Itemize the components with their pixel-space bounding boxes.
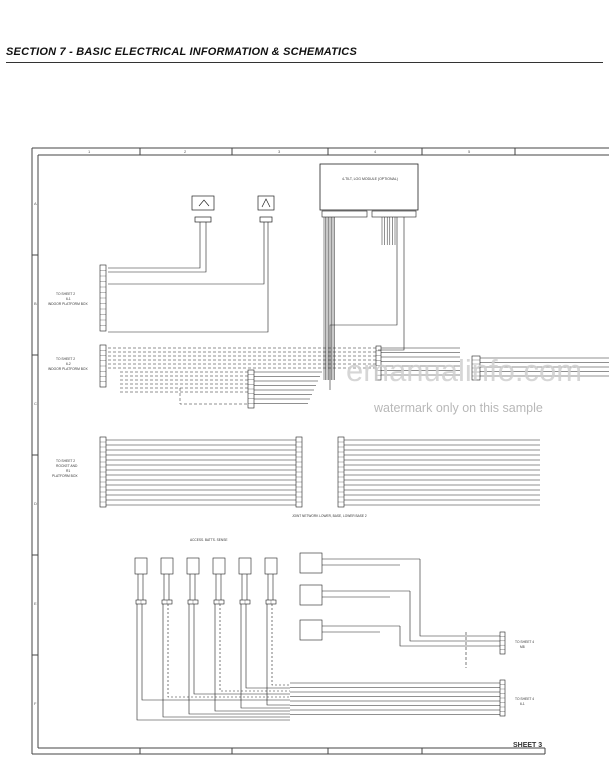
ref-right-2-line1: TO SHEET 4 xyxy=(515,697,534,701)
tilt-log-module-label: 4-TILT, LOG MODULE (OPTIONAL) xyxy=(342,177,398,181)
column-marker: 5 xyxy=(468,149,471,154)
ref-left-2-line1: TO SHEET 2 xyxy=(56,357,75,361)
wires xyxy=(106,217,609,721)
wire-path xyxy=(193,604,290,695)
row-marker: A xyxy=(34,201,37,206)
wire-path xyxy=(108,222,201,269)
lower-group-label: JOINT NETWORK LOWER, BASE, LOWER BASE 2 xyxy=(292,514,367,518)
wire-path xyxy=(271,604,290,686)
wire-path xyxy=(329,217,398,390)
wire-path xyxy=(419,559,500,637)
row-marker: C xyxy=(34,401,37,406)
wire-path xyxy=(245,604,290,689)
row-marker: D xyxy=(34,501,37,506)
watermark-site: emanualinfo.com xyxy=(346,353,582,388)
column-marker: 3 xyxy=(278,149,281,154)
tilt-log-module: 4-TILT, LOG MODULE (OPTIONAL) xyxy=(319,163,419,218)
sensor xyxy=(238,557,252,575)
ref-right-1-line2: M8 xyxy=(520,645,525,649)
sensor xyxy=(134,557,148,575)
wire-path xyxy=(108,222,269,333)
sensor xyxy=(212,557,226,575)
column-marker: 1 xyxy=(88,149,91,154)
connector-blocks xyxy=(99,264,506,717)
column-marker: 4 xyxy=(374,149,377,154)
watermark-note: watermark only on this sample xyxy=(373,401,543,415)
wire-path xyxy=(179,388,248,405)
wire-path xyxy=(240,604,290,709)
watermark: emanualinfo.com watermark only on this s… xyxy=(346,353,582,415)
drawing-frame xyxy=(31,147,609,755)
ref-left-1-line3: INDOOR PLATFORM BOX xyxy=(48,302,88,306)
ref-right-1-line1: TO SHEET 4 xyxy=(515,640,534,644)
wire-path xyxy=(409,591,500,642)
ref-left-1-line2: 6-1 xyxy=(66,297,71,301)
top-switches xyxy=(191,195,275,223)
wire-path xyxy=(136,604,290,721)
row-marker: F xyxy=(34,701,37,706)
column-marker: 2 xyxy=(184,149,187,154)
ref-left-2-line3: INDOOR PLATFORM BOX xyxy=(48,367,88,371)
wire-path xyxy=(141,604,290,701)
wire-path xyxy=(162,604,290,718)
connector xyxy=(375,345,382,381)
wire-path xyxy=(378,217,405,351)
row-marker: B xyxy=(34,301,37,306)
sensor xyxy=(264,557,278,575)
page-header: SECTION 7 - BASIC ELECTRICAL INFORMATION… xyxy=(0,0,609,70)
sheet-references: TO SHEET 2 6-1 INDOOR PLATFORM BOX TO SH… xyxy=(48,292,534,706)
sensor xyxy=(160,557,174,575)
relay xyxy=(299,619,323,641)
row-marker: E xyxy=(34,601,37,606)
wire-path xyxy=(108,222,207,273)
ref-left-3-line4: PLATFORM BOX xyxy=(52,474,78,478)
ref-left-2-line2: 6-2 xyxy=(66,362,71,366)
ref-left-3-line1: TO SHEET 2 xyxy=(56,459,75,463)
relay xyxy=(299,584,323,606)
relay xyxy=(299,552,323,574)
ref-left-3-line2: ROCKET AND xyxy=(56,464,78,468)
ref-right-2-line2: 6-1 xyxy=(520,702,525,706)
header-rule xyxy=(6,62,603,63)
connector xyxy=(499,631,506,655)
section-title: SECTION 7 - BASIC ELECTRICAL INFORMATION… xyxy=(6,46,357,58)
wire-path xyxy=(188,604,290,715)
wire-path xyxy=(167,604,290,698)
wire-path xyxy=(108,222,265,285)
sensor xyxy=(186,557,200,575)
wire-path xyxy=(214,604,290,712)
sheet-label: SHEET 3 xyxy=(513,742,542,749)
sensor-group-label: ACCESS. BATTS. SENSE xyxy=(190,538,228,542)
wire-path xyxy=(266,604,290,706)
ref-left-3-line3: R1 xyxy=(66,469,70,473)
grid-markers: 1 2 3 4 5 A B C D E F xyxy=(34,149,471,706)
wire-path xyxy=(399,626,500,647)
wire-path xyxy=(219,604,290,692)
ref-left-1-line1: TO SHEET 2 xyxy=(56,292,75,296)
